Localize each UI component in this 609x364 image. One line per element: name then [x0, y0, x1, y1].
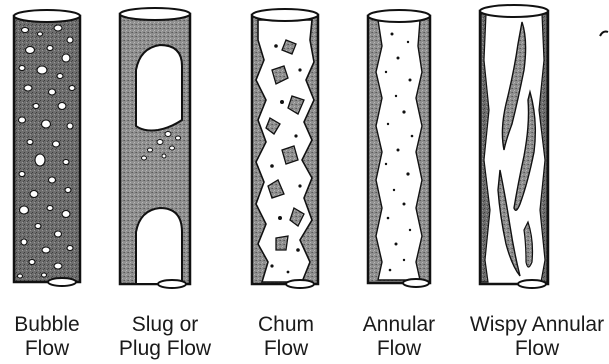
- label-line-1: Bubble: [0, 313, 112, 337]
- label-wispy-annular-flow: Wispy Annular Flow: [466, 313, 608, 361]
- pipe-wispy-annular-flow: [480, 5, 548, 288]
- taylor-bubble-upper: [136, 45, 182, 131]
- label-line-2: Flow: [221, 337, 351, 361]
- label-line-2: Flow: [466, 337, 608, 361]
- label-line-1: Slug or: [100, 313, 230, 337]
- label-line-1: Wispy Annular: [466, 313, 608, 337]
- pipe-bubble-flow: [14, 10, 80, 286]
- label-line-2: Plug Flow: [100, 337, 230, 361]
- label-line-2: Flow: [0, 337, 112, 361]
- label-line-1: Chum: [221, 313, 351, 337]
- label-slug-flow: Slug or Plug Flow: [100, 313, 230, 361]
- label-annular-flow: Annular Flow: [334, 313, 464, 361]
- cropped-mark: [600, 32, 608, 37]
- pipe-slug-flow: [120, 8, 190, 288]
- label-bubble-flow: Bubble Flow: [0, 313, 112, 361]
- label-line-1: Annular: [334, 313, 464, 337]
- label-line-2: Flow: [334, 337, 464, 361]
- pipe-annular-flow: [368, 10, 430, 287]
- pipe-churn-flow: [252, 9, 318, 288]
- taylor-bubble-lower: [136, 208, 182, 284]
- label-churn-flow: Chum Flow: [221, 313, 351, 361]
